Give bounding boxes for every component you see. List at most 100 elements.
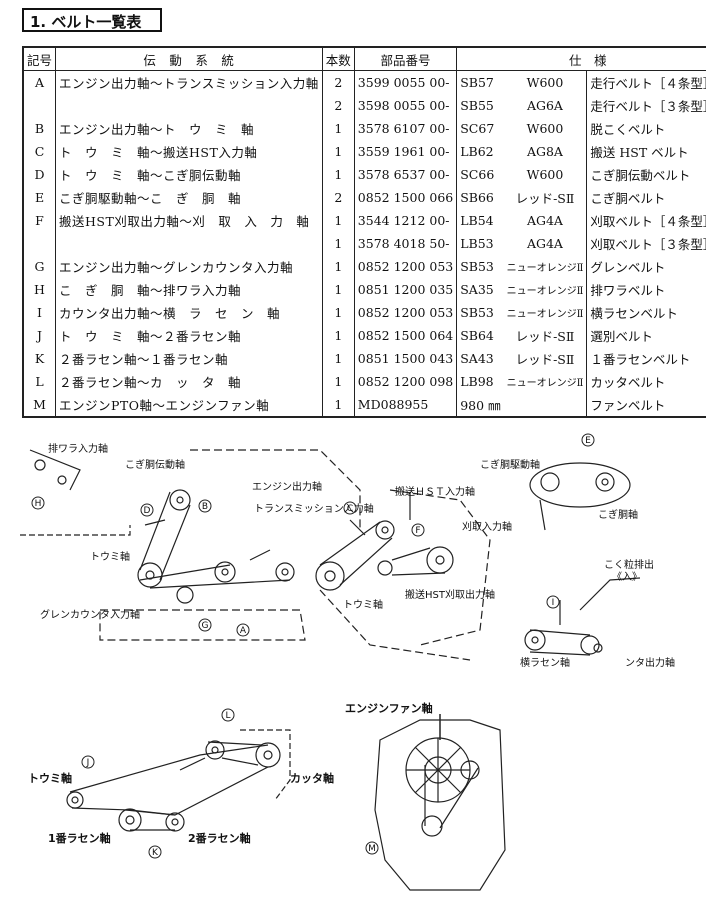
cell-symbol: L [22,370,56,393]
label-koku-ryu: こく粒排出 [604,558,654,571]
label-karitori-input: 刈取入力軸 [462,520,512,533]
label-rasen2: 2番ラセン軸 [188,831,251,845]
cell-name: こぎ胴伝動ベルト [586,163,706,186]
label-kogido: こぎ胴軸 [598,508,638,521]
marker-f: F [415,526,420,536]
cell-grade: ニューオレンジⅡ [506,263,584,274]
cell-part: 0851 1500 043 [353,347,457,370]
cell-route [55,94,323,117]
cell-symbol: D [22,163,56,186]
cell-grade: W600 [526,121,564,136]
label-grain-counter: グレンカウンタ入力軸 [40,608,140,621]
label-trans-input: トランスミッション入力軸 [254,502,374,515]
cell-route: ト ウ ミ 軸～２番ラセン軸 [55,324,323,347]
label-counter-output: ンタ出力軸 [625,656,675,669]
cell-route: こ ぎ 胴 軸～排ワラ入力軸 [55,278,323,301]
cell-symbol: K [22,347,56,370]
cell-code: SB64 [456,324,504,347]
cell-symbol: G [22,255,56,278]
cell-part: 3598 0055 00- [353,94,457,117]
cell-code: SB57 [456,70,504,94]
label-rasen1: 1番ラセン軸 [48,831,111,845]
label-toumi-2: トウミ軸 [343,598,383,611]
cell-grade: ニューオレンジⅡ [506,378,584,389]
cell-code: SA35 [456,278,504,301]
cell-symbol: B [22,117,56,140]
cell-grade: AG6A [526,98,563,113]
cell-grade: AG4A [526,236,563,251]
cell-grade: W600 [526,75,564,90]
label-toumi-3: トウミ軸 [28,771,72,785]
cell-part: 0852 1200 053 [353,255,457,278]
cell-part: MD088955 [353,393,457,417]
cell-name: 走行ベルト［３条型］ [586,94,706,117]
cell-qty: 2 [321,94,355,117]
marker-k: K [152,848,159,858]
marker-g: G [202,621,209,631]
header-route: 伝 動 系 統 [55,47,323,71]
cell-symbol [22,94,56,117]
cell-route: ２番ラセン軸～１番ラセン軸 [55,347,323,370]
marker-a: A [240,626,247,636]
cell-grade: ニューオレンジⅡ [506,286,584,297]
cell-qty: 1 [321,117,355,140]
cell-route: ２番ラセン軸～カ ッ タ 軸 [55,370,323,393]
label-kogido-dendo: こぎ胴伝動軸 [125,458,185,471]
header-symbol: 記号 [22,47,56,71]
cell-code: SB53 [456,301,504,324]
cell-part: 3578 6537 00- [353,163,457,186]
cell-route: エンジン出力軸～ト ウ ミ 軸 [55,117,323,140]
cell-name: 走行ベルト［４条型］ [586,70,706,94]
cell-route [55,232,323,255]
cell-grade: レッド-SⅡ [515,191,575,206]
cell-name: 横ラセンベルト [586,301,706,324]
cell-route: カウンタ出力軸～横 ラ セ ン 軸 [55,301,323,324]
marker-m: M [368,844,376,854]
marker-d: D [144,506,151,516]
label-yoko-rasen: 横ラセン軸 [520,656,570,669]
label-koku-ryu-sub: 《入》 [612,571,642,583]
cell-part: 0852 1200 098 [353,370,457,393]
cell-name: 脱こくベルト [586,117,706,140]
section-title: 1. ベルト一覧表 [22,8,162,32]
cell-code: LB62 [456,140,504,163]
cell-qty: 1 [321,278,355,301]
cell-qty: 1 [321,140,355,163]
label-engine-output: エンジン出力軸 [252,480,322,493]
cell-part: 3599 0055 00- [353,70,457,94]
cell-symbol: J [22,324,56,347]
cell-grade [504,393,587,417]
cell-route: 搬送HST刈取出力軸～刈 取 入 力 軸 [55,209,323,232]
label-hst-input: 搬送ＨＳＴ入力軸 [395,485,475,498]
cell-grade: ニューオレンジⅡ [506,309,584,320]
cell-part: 0852 1500 064 [353,324,457,347]
belt-routing-diagrams: H D B G A C F E I J K L M 排ワラ入力軸 こぎ胴伝動軸 … [20,433,675,891]
cell-name: こぎ胴ベルト [586,186,706,209]
cell-qty: 1 [321,163,355,186]
cell-code: SC66 [456,163,504,186]
cell-grade: AG4A [526,213,563,228]
marker-e: E [585,436,591,446]
cell-code: LB98 [456,370,504,393]
cell-symbol: A [22,70,56,94]
cell-part: 0851 1200 035 [353,278,457,301]
cell-part: 0852 1200 053 [353,301,457,324]
cell-code: SB55 [456,94,504,117]
cell-code: SB66 [456,186,504,209]
header-qty: 本数 [321,47,355,71]
header-spec: 仕 様 [456,47,706,71]
cell-qty: 1 [321,209,355,232]
cell-name: 排ワラベルト [586,278,706,301]
cell-qty: 1 [321,393,355,417]
cell-name: 搬送 HST ベルト [586,140,706,163]
cell-part: 3578 6107 00- [353,117,457,140]
